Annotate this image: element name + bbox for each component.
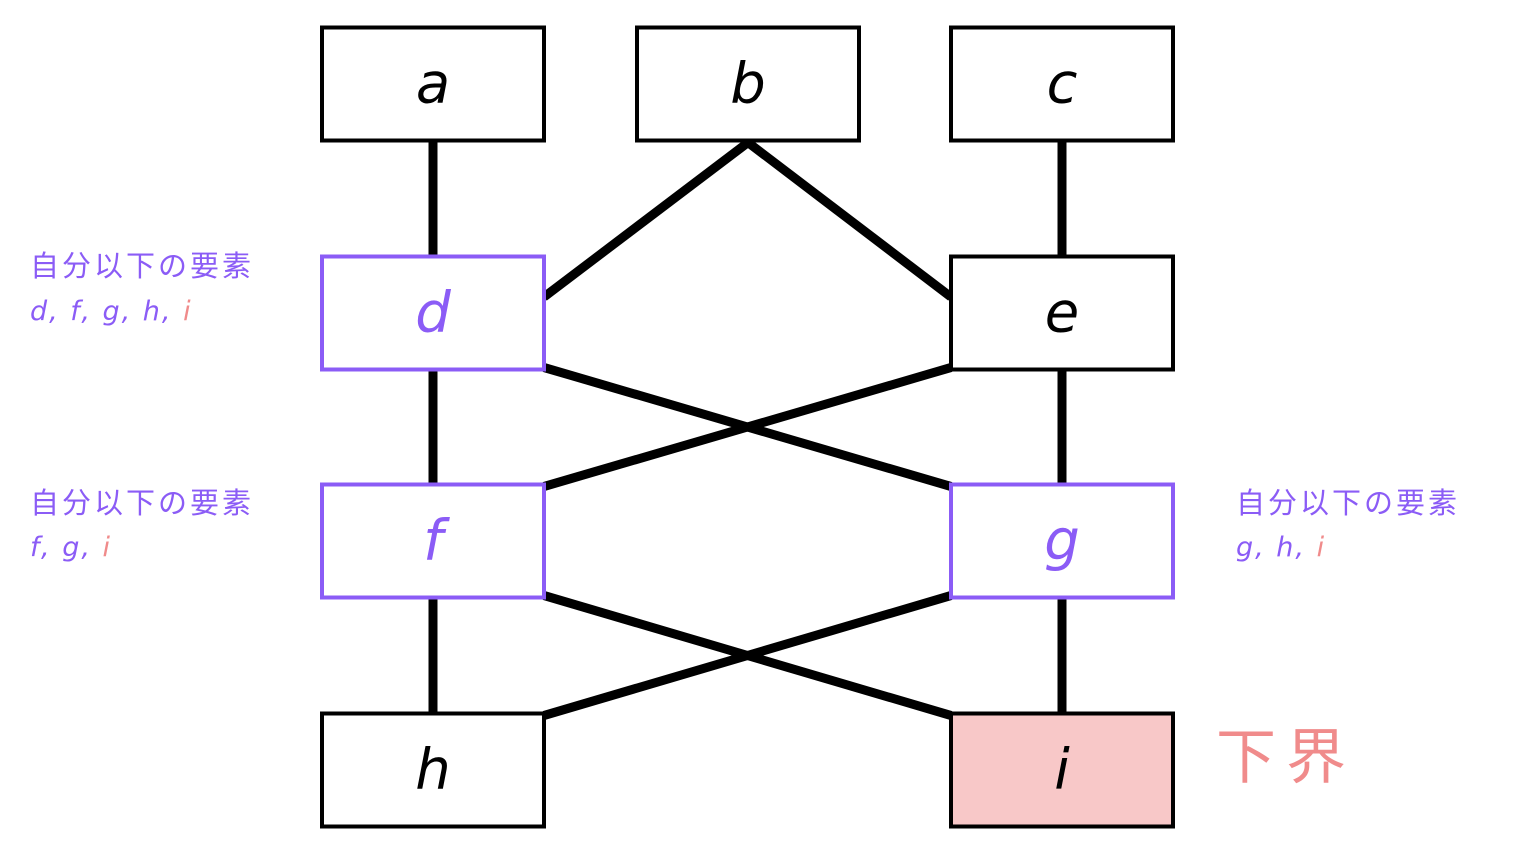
node-d-label: d <box>415 281 451 346</box>
edge-b-e <box>745 138 954 301</box>
node-f-box <box>320 482 546 600</box>
node-c: c <box>949 25 1175 143</box>
node-e: e <box>949 254 1175 372</box>
node-a: a <box>320 25 546 143</box>
node-d-box <box>320 254 546 372</box>
node-c-label: c <box>1047 52 1078 117</box>
node-b: b <box>635 25 861 143</box>
annotation-f-item-list: f, g, <box>30 532 103 563</box>
edge-g-h <box>542 591 953 720</box>
node-g-box <box>949 482 1175 600</box>
annotation-g: 自分以下の要素 g, h, i <box>1236 486 1460 563</box>
annotation-d-title: 自分以下の要素 <box>30 249 254 283</box>
node-e-label: e <box>1045 281 1079 346</box>
node-g-label: g <box>1044 509 1080 574</box>
node-b-box <box>635 25 861 143</box>
annotation-f-bound-item: i <box>103 532 113 563</box>
node-i-label: i <box>1054 738 1070 803</box>
annotation-g-items: g, h, i <box>1236 532 1326 563</box>
node-i-box <box>949 711 1175 829</box>
node-h-box <box>320 711 546 829</box>
annotation-g-title: 自分以下の要素 <box>1236 486 1460 520</box>
annotation-d-bound-item: i <box>183 296 193 327</box>
edges-layer <box>428 138 1067 720</box>
annotation-f-title: 自分以下の要素 <box>30 486 254 520</box>
node-c-box <box>949 25 1175 143</box>
node-g: g <box>949 482 1175 600</box>
node-h: h <box>320 711 546 829</box>
nodes-layer: a b c d e f g h i <box>320 25 1175 829</box>
annotation-d-items: d, f, g, h, i <box>30 296 193 327</box>
node-f: f <box>320 482 546 600</box>
node-h-label: h <box>415 738 451 803</box>
edge-e-f <box>542 363 953 491</box>
node-d: d <box>320 254 546 372</box>
lower-bound-label: 下界 <box>1216 723 1356 793</box>
node-a-label: a <box>416 52 450 117</box>
annotation-g-bound-item: i <box>1317 532 1327 563</box>
annotation-f-items: f, g, i <box>30 532 112 563</box>
node-b-label: b <box>730 52 766 117</box>
edge-b-d <box>541 138 751 301</box>
node-e-box <box>949 254 1175 372</box>
annotation-g-item-list: g, h, <box>1236 532 1317 563</box>
annotation-d-item-list: d, f, g, h, <box>30 296 183 327</box>
annotation-d: 自分以下の要素 d, f, g, h, i <box>30 249 254 327</box>
node-a-box <box>320 25 546 143</box>
annotation-f: 自分以下の要素 f, g, i <box>30 486 254 563</box>
node-i: i <box>949 711 1175 829</box>
